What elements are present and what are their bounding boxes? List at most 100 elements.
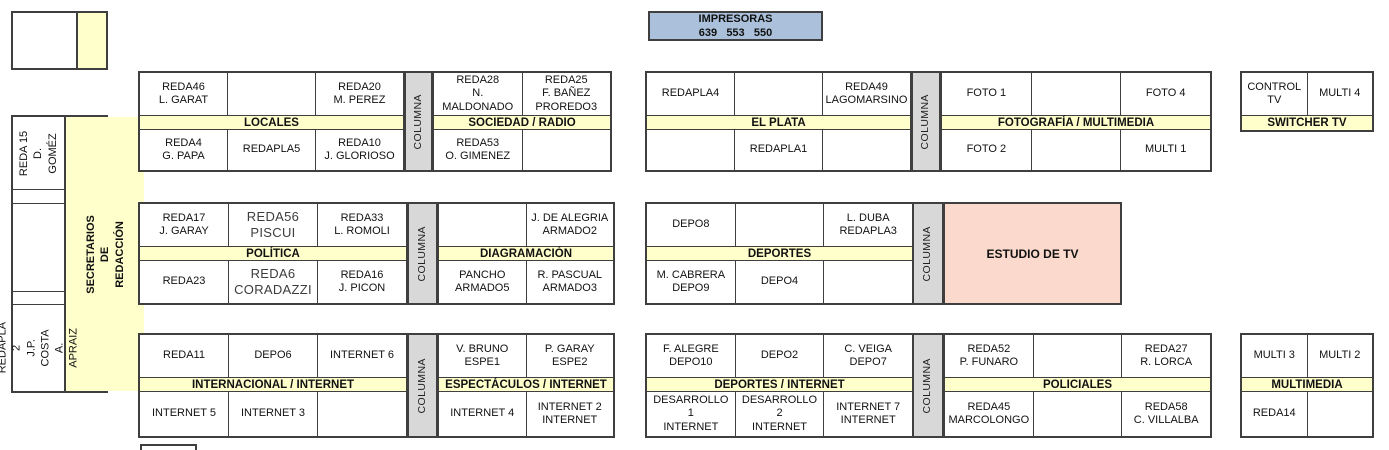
desk-row: REDA14: [1242, 392, 1372, 436]
desk-label: REDAPLA5: [242, 143, 301, 156]
desk-label: CORADAZZI: [234, 282, 312, 297]
desk-label: REDA28: [456, 73, 500, 86]
desk-label: V. BRUNO: [456, 342, 509, 355]
desk-label: ARMADO2: [542, 225, 597, 237]
columna-label: COLUMNA: [919, 93, 932, 150]
desk-label: M. CABRERA: [656, 268, 726, 281]
desk-cell-empty: [734, 204, 824, 246]
desk-cell: REDA14: [1242, 392, 1307, 436]
columna-strip: COLUMNA: [405, 71, 432, 172]
desk-label: J. PICON: [338, 282, 386, 294]
desk-cell: REDAPLA 2 J.P. COSTA A. APRAIZ: [0, 304, 80, 391]
desk-label: MULTI 3: [1253, 349, 1295, 362]
printers-title: IMPRESORAS: [698, 12, 773, 25]
desk-cell-empty: [439, 204, 526, 246]
desk-label: REDA23: [162, 275, 206, 288]
section-band-switcher: SWITCHER TV: [1242, 115, 1372, 130]
desk-cell: DEPO4: [734, 261, 824, 303]
desk-label: INTERNET: [542, 414, 598, 426]
desk-label: MULTI 4: [1319, 87, 1361, 100]
desk-cell: FOTO 2: [942, 130, 1031, 170]
desk-label: C. VILLALBA: [1133, 414, 1199, 426]
desk-cell: REDAPLA4: [647, 73, 734, 115]
desk-label: REDA33: [340, 211, 384, 224]
tv-studio-label: ESTUDIO DE TV: [986, 246, 1079, 261]
desk-label: REDAPLA1: [749, 143, 808, 156]
desk-label: MULTI 2: [1319, 349, 1361, 362]
entry-box-yellow-strip: [76, 13, 106, 68]
secretarios-desk-column: REDA 15 D. GOMÉZ REDAPLA 2 J.P. COSTA A.…: [0, 117, 80, 391]
section-band-locales: LOCALES: [140, 115, 403, 130]
desk-label: N. MALDONADO: [442, 87, 514, 113]
desk-label: REDA49: [845, 80, 888, 93]
section-band-multimedia: MULTIMEDIA: [1242, 377, 1372, 392]
desk-cell: REDAPLA1: [734, 130, 822, 170]
desk-cell: INTERNET 5: [140, 392, 228, 436]
desk-cell-empty: [822, 130, 910, 170]
entry-box: [11, 11, 108, 70]
desk-label: DEPO7: [849, 356, 887, 368]
columna-label: COLUMNA: [411, 93, 424, 150]
desk-label: REDA52: [967, 342, 1011, 355]
desk-cell: REDA 15 D. GOMÉZ: [13, 117, 64, 189]
desk-label: P. GARAY: [544, 342, 595, 355]
desk-label: INTERNET: [840, 414, 896, 426]
desk-cell-empty: [1306, 392, 1373, 436]
desk-label: R. LORCA: [1140, 356, 1193, 368]
desk-label: INTERNET 7: [836, 400, 901, 413]
desk-label: M. PEREZ: [333, 94, 386, 106]
entry-box-white-area: [13, 13, 76, 68]
desk-label: C. VEIGA: [844, 342, 893, 355]
desk-label: MULTI 1: [1145, 143, 1187, 156]
desk-cell: FOTO 4: [1120, 73, 1210, 115]
desk-label: INTERNET: [752, 420, 807, 433]
desk-label: MARCOLONGO: [948, 414, 1030, 426]
desk-label: REDA58: [1144, 400, 1188, 413]
desk-row: MULTI 3 MULTI 2: [1242, 335, 1372, 377]
desk-label: L. ROMOLI: [334, 225, 390, 237]
desk-label: F. ALEGRE: [663, 342, 719, 355]
desk-label: ESPE2: [552, 356, 588, 368]
desk-label: REDA45: [967, 400, 1011, 413]
printers-numbers: 639 553 550: [698, 27, 773, 39]
desk-cell: REDAPLA5: [227, 130, 315, 170]
desk-label: REDAPLA3: [839, 225, 897, 237]
desk-cell: DEPO8: [647, 204, 735, 246]
section-band-elplata: EL PLATA: [647, 115, 910, 130]
desk-label: INTERNET 3: [241, 407, 305, 420]
desk-cell-empty: [1030, 130, 1121, 170]
desk-label: DEPO4: [760, 275, 799, 288]
desk-label: FOTO 2: [966, 143, 1007, 156]
columna-strip: COLUMNA: [913, 202, 943, 305]
section-band-deportes: DEPORTES: [647, 246, 912, 261]
desk-label: REDA56: [246, 209, 300, 225]
